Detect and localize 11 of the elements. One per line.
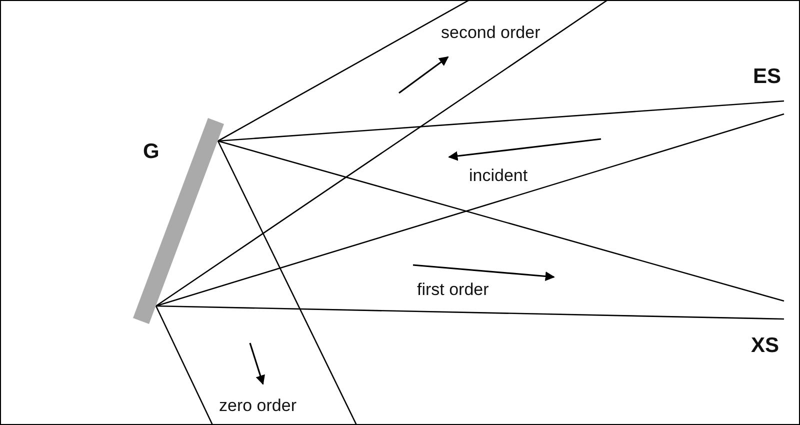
order-label: first order [417, 280, 489, 300]
light-ray [218, 140, 784, 302]
light-ray [218, 100, 784, 142]
grating-label: G [143, 140, 160, 164]
slit-label: ES [753, 65, 782, 89]
order-label: zero order [219, 396, 296, 416]
light-ray [156, 305, 784, 320]
slit-label: XS [751, 334, 780, 358]
order-label: second order [441, 23, 540, 43]
light-ray [156, 113, 784, 307]
order-label: incident [469, 166, 528, 186]
